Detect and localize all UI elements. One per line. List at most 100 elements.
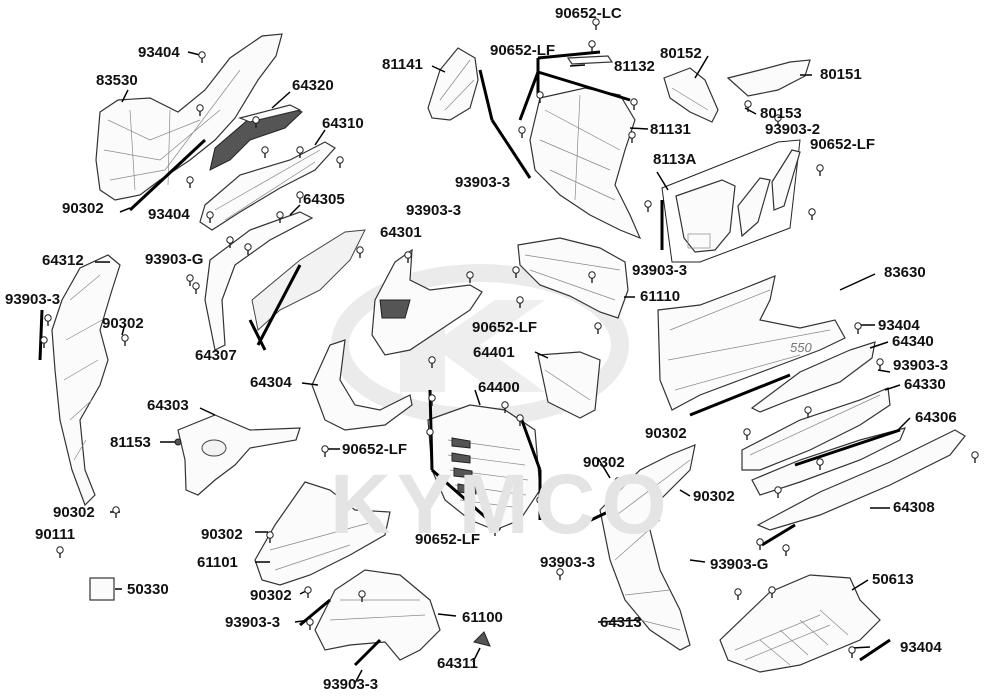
- label-8113a[interactable]: 8113A: [653, 151, 697, 168]
- label-90652-lf-c[interactable]: 90652-LF: [472, 319, 538, 336]
- label-93404-d[interactable]: 93404: [900, 639, 942, 656]
- label-90302-f[interactable]: 90302: [53, 504, 95, 521]
- label-93903-3-d[interactable]: 93903-3: [5, 291, 61, 308]
- label-64401[interactable]: 64401: [473, 344, 515, 361]
- part-80152-cover[interactable]: [663, 67, 719, 123]
- part-64305-side-trim[interactable]: [204, 211, 314, 351]
- label-64307[interactable]: 64307: [195, 347, 237, 364]
- label-93404-c[interactable]: 93404: [878, 317, 920, 334]
- label-50613[interactable]: 50613: [872, 571, 914, 588]
- label-61101[interactable]: 61101: [197, 554, 238, 571]
- label-80152[interactable]: 80152: [660, 45, 702, 62]
- label-64340[interactable]: 64340: [892, 333, 934, 350]
- part-83630-right-side-cover[interactable]: 550: [657, 275, 846, 411]
- screw-icon: [588, 271, 596, 283]
- label-90652-lf-d[interactable]: 90652-LF: [342, 441, 408, 458]
- label-93903-3-b[interactable]: 93903-3: [406, 202, 462, 219]
- screw-icon: [336, 156, 344, 168]
- part-64301-panel[interactable]: [371, 248, 483, 356]
- label-90652-lf-e[interactable]: 90652-LF: [415, 531, 481, 548]
- label-83630[interactable]: 83630: [884, 264, 926, 281]
- label-64306[interactable]: 64306: [915, 409, 957, 426]
- part-64306-side-rail[interactable]: [751, 427, 907, 496]
- label-93903-2[interactable]: 93903-2: [765, 121, 821, 138]
- label-90302-b[interactable]: 90302: [102, 315, 144, 332]
- part-64311-emblem[interactable]: [473, 631, 491, 647]
- label-64400[interactable]: 64400: [478, 379, 520, 396]
- label-64304[interactable]: 64304: [250, 374, 292, 391]
- label-90652-lf-right[interactable]: 90652-LF: [810, 136, 876, 153]
- part-81132-strip[interactable]: [566, 55, 614, 65]
- label-90302-a[interactable]: 90302: [62, 200, 104, 217]
- label-81141[interactable]: 81141: [382, 56, 423, 73]
- label-81132[interactable]: 81132: [614, 58, 655, 75]
- part-64310-inner-panel[interactable]: [199, 141, 336, 231]
- screw-icon: [876, 358, 884, 370]
- part-64303-front-garnish[interactable]: [177, 414, 301, 496]
- part-64340-trim[interactable]: [750, 341, 876, 413]
- label-61110[interactable]: 61110: [640, 288, 681, 305]
- fastener-line: [537, 70, 631, 102]
- part-61110-front-inner[interactable]: [517, 237, 629, 319]
- label-90302-e[interactable]: 90302: [693, 488, 735, 505]
- label-50330[interactable]: 50330: [127, 581, 169, 598]
- fastener-line: [431, 468, 501, 532]
- label-90652-lc[interactable]: 90652-LC: [555, 5, 622, 22]
- label-64308[interactable]: 64308: [893, 499, 935, 516]
- label-93404-b[interactable]: 93404: [148, 206, 190, 223]
- label-81131[interactable]: 81131: [650, 121, 691, 138]
- label-93404-top[interactable]: 93404: [138, 44, 180, 61]
- label-64330[interactable]: 64330: [904, 376, 946, 393]
- part-81131-inner-fairing[interactable]: [529, 87, 642, 240]
- part-81153-clip[interactable]: [174, 438, 182, 446]
- label-90302-d[interactable]: 90302: [583, 454, 625, 471]
- fastener-line: [761, 523, 796, 547]
- label-83530[interactable]: 83530: [96, 72, 138, 89]
- label-64310[interactable]: 64310: [322, 115, 364, 132]
- part-64308-side-rail[interactable]: [756, 429, 966, 531]
- label-64301[interactable]: 64301: [380, 224, 422, 241]
- part-64330-floor-side[interactable]: [741, 387, 891, 471]
- label-93903-3-a[interactable]: 93903-3: [455, 174, 511, 191]
- part-81141-cover[interactable]: [427, 47, 479, 121]
- screw-icon: [186, 176, 194, 188]
- part-61101-front-cover[interactable]: [254, 481, 391, 586]
- label-90652-lf-top[interactable]: 90652-LF: [490, 42, 556, 59]
- label-80153[interactable]: 80153: [760, 105, 802, 122]
- part-64312-left-side-panel[interactable]: [51, 254, 121, 507]
- part-64313-front-right-panel[interactable]: [599, 444, 696, 651]
- part-64401-bracket[interactable]: [537, 351, 601, 419]
- screw-icon: [556, 568, 564, 580]
- label-90302-g[interactable]: 90302: [201, 526, 243, 543]
- part-8113a-bracket-left[interactable]: [675, 179, 736, 253]
- label-64305[interactable]: 64305: [303, 191, 345, 208]
- part-83530-front-upper-cover[interactable]: [95, 33, 283, 201]
- label-64320[interactable]: 64320: [292, 77, 334, 94]
- label-93903-3-c[interactable]: 93903-3: [632, 262, 688, 279]
- label-64313[interactable]: 64313: [600, 614, 642, 631]
- label-90302-h[interactable]: 90302: [250, 587, 292, 604]
- label-93903-g-b[interactable]: 93903-G: [710, 556, 769, 573]
- label-64312[interactable]: 64312: [42, 252, 84, 269]
- label-93903-3-g[interactable]: 93903-3: [225, 614, 281, 631]
- label-81153[interactable]: 81153: [110, 434, 151, 451]
- label-64303[interactable]: 64303: [147, 397, 189, 414]
- part-64400-inner-cover[interactable]: [427, 404, 541, 531]
- part-50613-floor-pan[interactable]: [719, 574, 881, 673]
- label-61100[interactable]: 61100: [462, 609, 503, 626]
- label-93903-3-h[interactable]: 93903-3: [323, 676, 379, 693]
- label-64311[interactable]: 64311: [437, 655, 478, 672]
- part-80151-cover[interactable]: [726, 59, 811, 97]
- label-93903-3-f[interactable]: 93903-3: [540, 554, 596, 571]
- label-90302-c[interactable]: 90302: [645, 425, 687, 442]
- label-90111[interactable]: 90111: [35, 526, 76, 543]
- part-64304-center-trim[interactable]: [311, 339, 413, 431]
- part-61100-lower-front[interactable]: [314, 569, 441, 661]
- label-93903-g-a[interactable]: 93903-G: [145, 251, 204, 268]
- leader-line: [534, 351, 549, 359]
- part-8113a-bracket-right[interactable]: [737, 149, 801, 238]
- leader-line: [597, 457, 611, 479]
- label-93903-3-e[interactable]: 93903-3: [893, 357, 949, 374]
- part-50330-pad[interactable]: [89, 577, 115, 601]
- label-80151[interactable]: 80151: [820, 66, 862, 83]
